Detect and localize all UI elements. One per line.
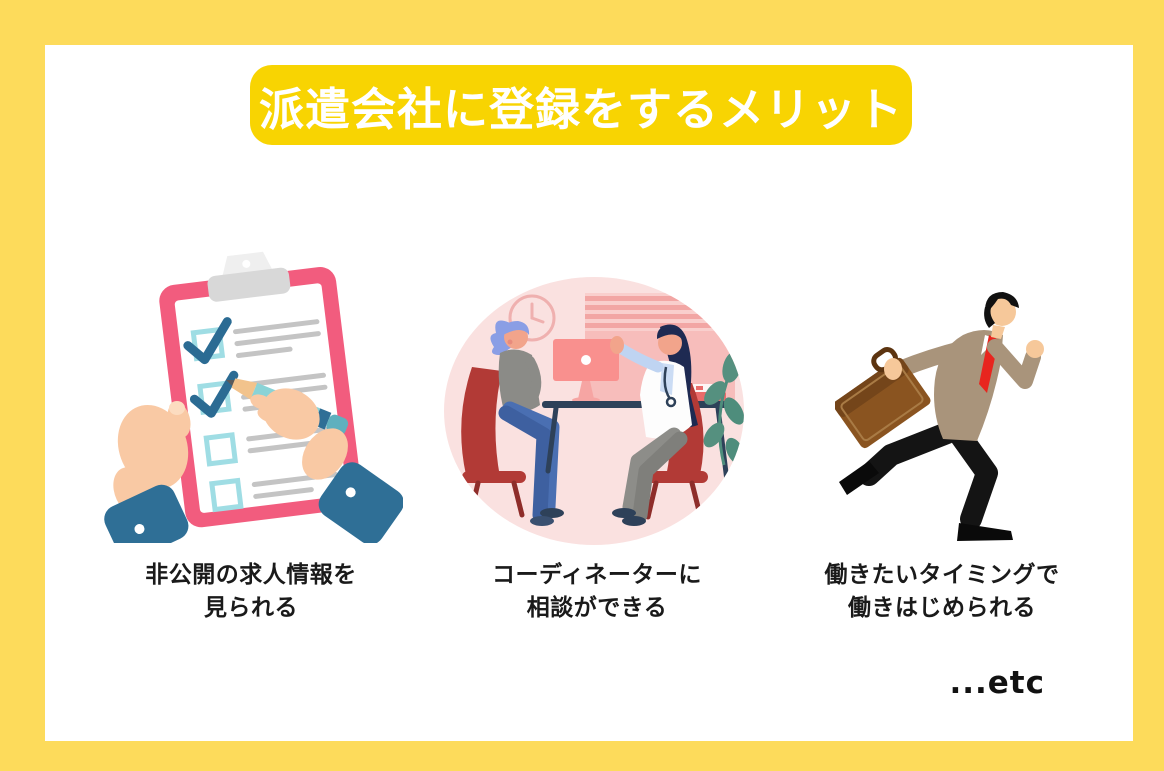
right-hand <box>250 388 403 543</box>
window-blinds <box>585 293 735 331</box>
job-seeker <box>490 320 564 526</box>
running-businessman <box>835 292 1044 541</box>
benefit-caption-1: 非公開の求人情報を 見られる <box>71 559 431 625</box>
title-banner: 派遣会社に登録をするメリット <box>250 65 912 145</box>
benefit-caption-3-line2: 働きはじめられる <box>848 595 1036 621</box>
content-card: 派遣会社に登録をするメリット <box>45 45 1133 741</box>
clipboard-checklist-illustration <box>104 251 403 543</box>
left-hand <box>104 401 191 543</box>
benefit-caption-3: 働きたいタイミングで 働きはじめられる <box>762 559 1122 625</box>
benefit-caption-1-line2: 見られる <box>204 595 298 621</box>
wall-clock <box>508 294 556 342</box>
running-businessman-illustration <box>835 292 1044 541</box>
left-chair <box>461 367 526 520</box>
benefit-caption-1-line1: 非公開の求人情報を <box>145 562 357 588</box>
coordinator-consultation-illustration <box>444 277 744 545</box>
benefit-caption-2: コーディネーターに 相談ができる <box>417 559 777 625</box>
etc-label: ...etc <box>949 665 1045 701</box>
page-title: 派遣会社に登録をするメリット <box>258 82 903 136</box>
coordinator <box>610 324 698 526</box>
checklist-rows <box>183 317 339 513</box>
benefit-caption-3-line1: 働きたいタイミングで <box>824 562 1060 588</box>
benefit-caption-2-line2: 相談ができる <box>526 595 668 621</box>
benefit-caption-2-line1: コーディネーターに <box>492 562 702 588</box>
